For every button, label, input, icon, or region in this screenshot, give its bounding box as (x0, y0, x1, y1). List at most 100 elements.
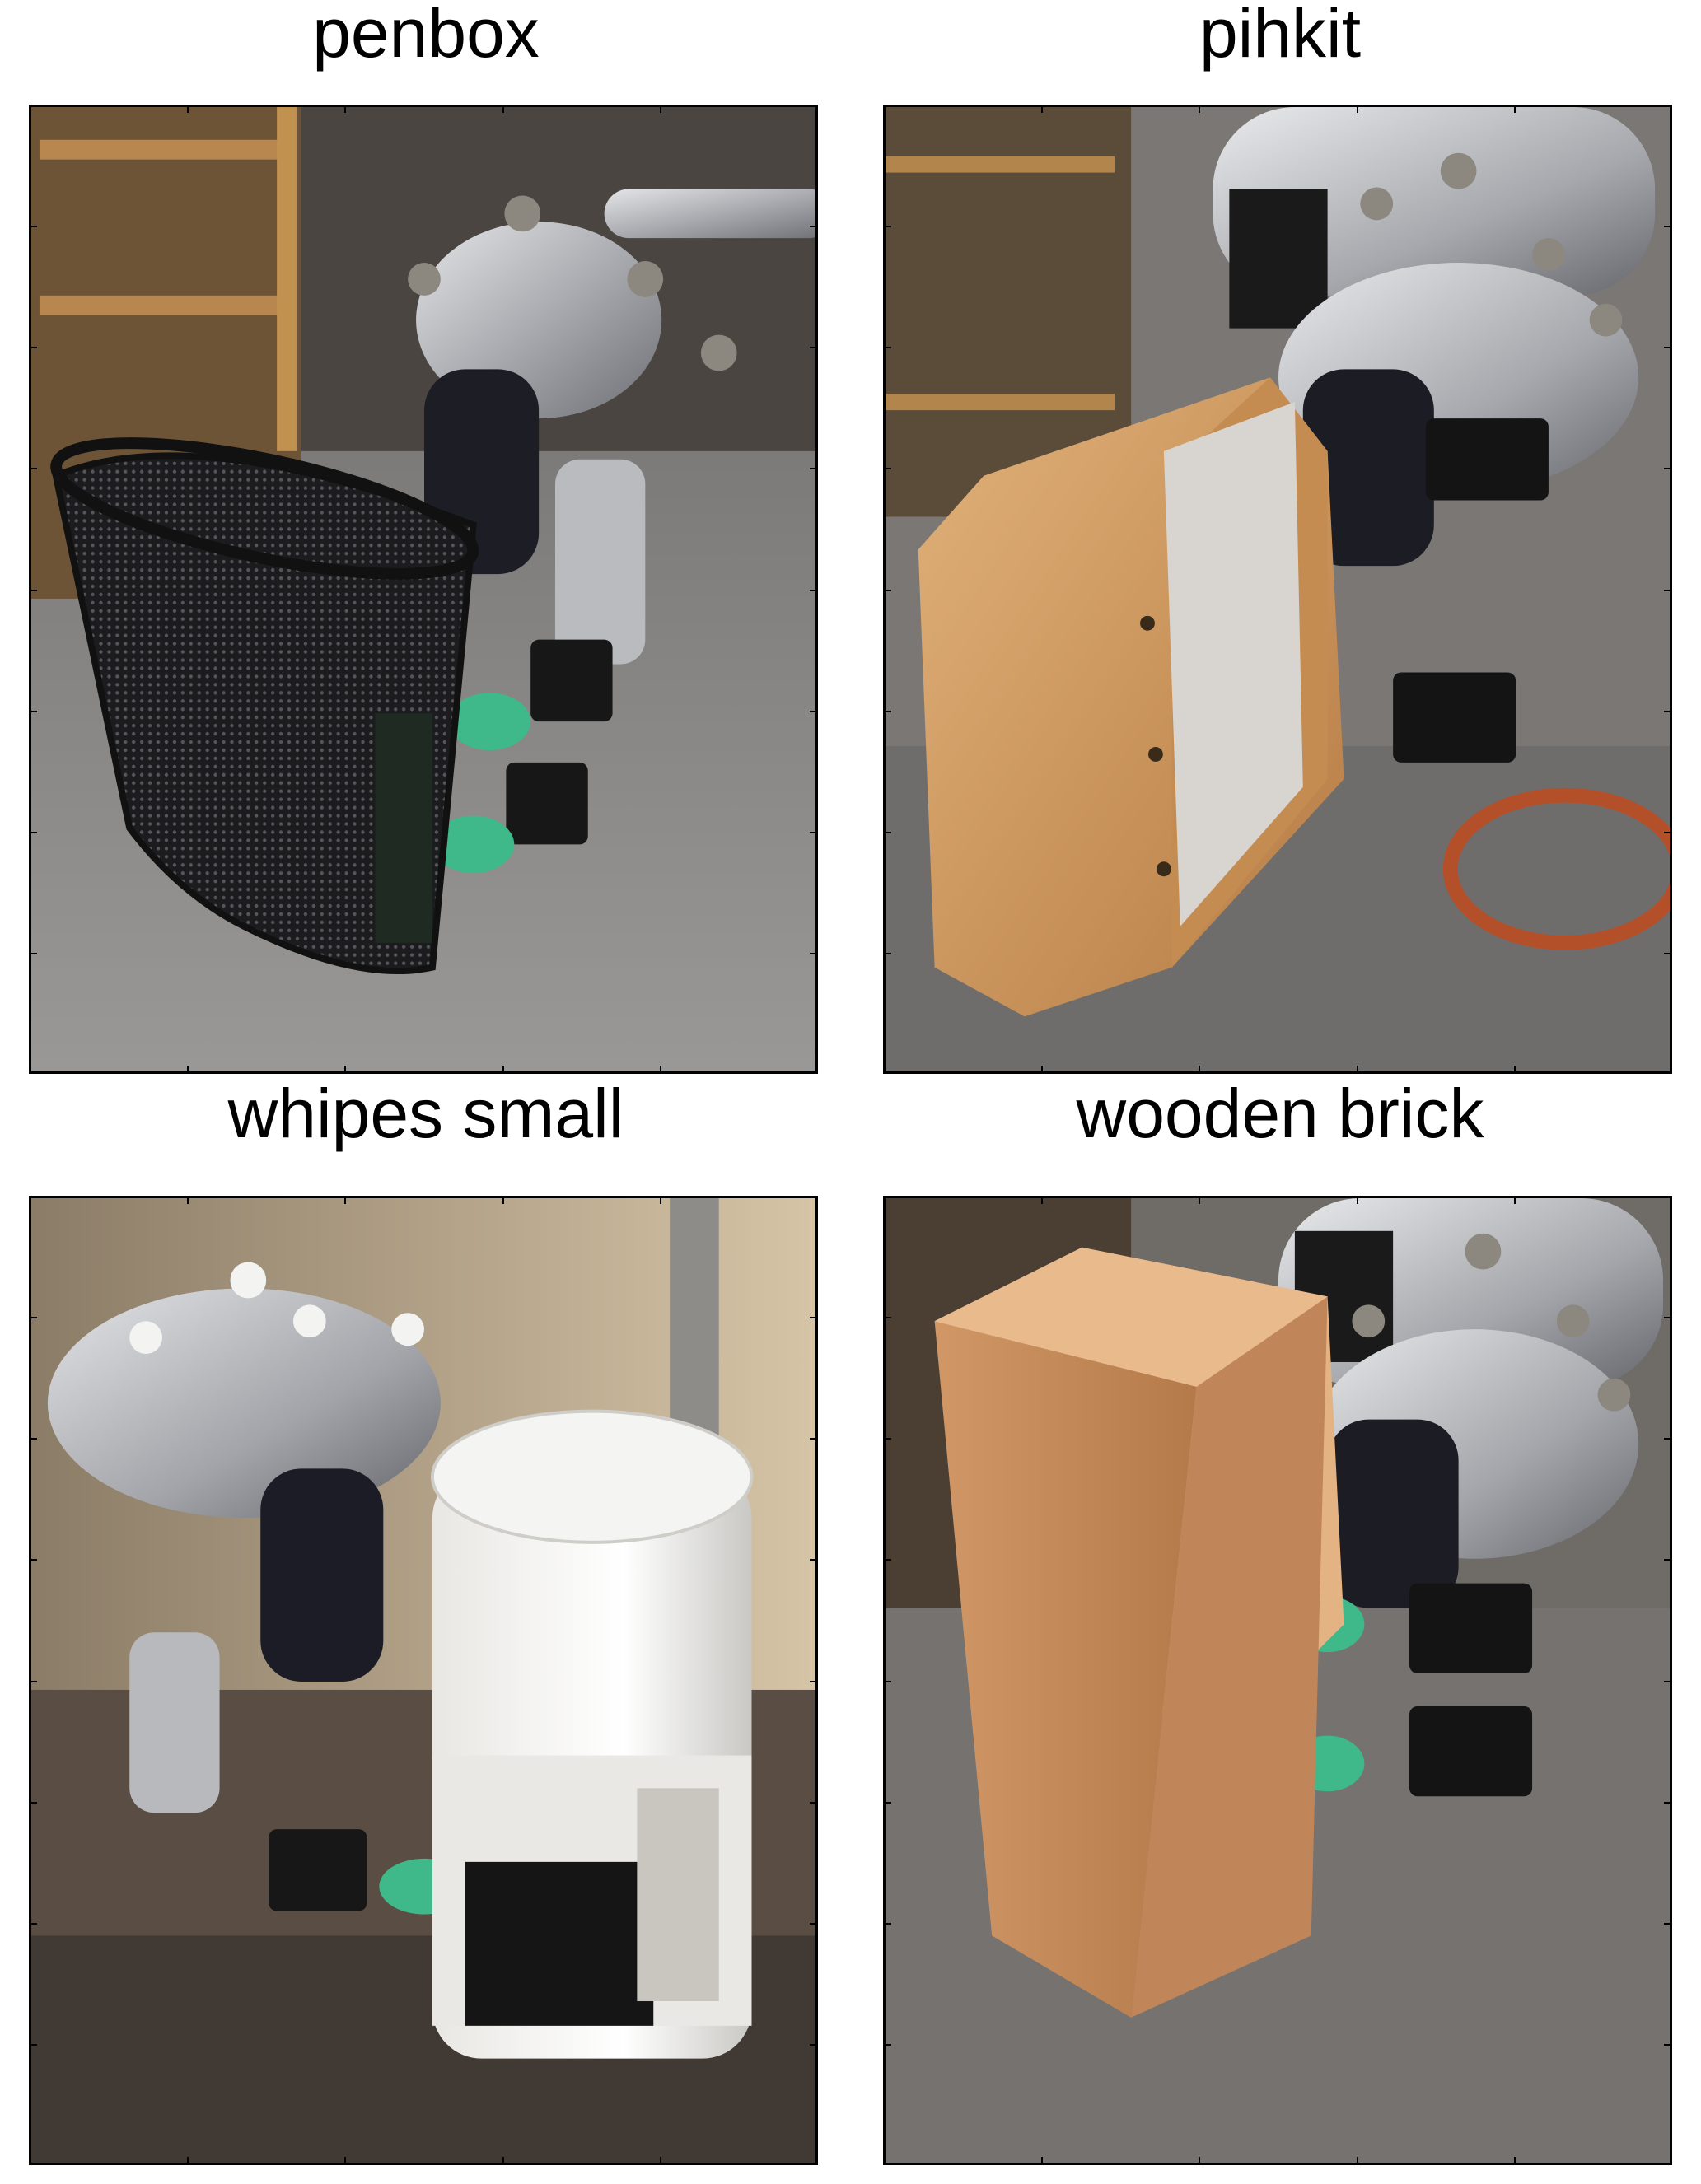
axis-tick (187, 1066, 189, 1074)
axis-tick (810, 953, 818, 954)
robot-hand-graphic (1278, 1198, 1664, 1797)
axis-tick (810, 1317, 818, 1318)
robot-hand-graphic (1213, 107, 1656, 766)
axis-tick (1664, 1681, 1672, 1682)
panel-title-penbox: penbox (312, 0, 540, 72)
axis-tick (187, 105, 189, 113)
axis-tick (1664, 590, 1672, 591)
axis-tick (660, 2157, 661, 2165)
axis-tick (1199, 1066, 1200, 1074)
axis-tick (1664, 2044, 1672, 2046)
axis-tick (810, 226, 818, 227)
axis-tick (1664, 953, 1672, 954)
axis-tick (344, 2157, 346, 2165)
axis-tick (1199, 2157, 1200, 2165)
axis-tick (810, 2044, 818, 2046)
axis-tick (883, 1317, 891, 1318)
axis-tick (1357, 1066, 1358, 1074)
panel-title-wooden-brick: wooden brick (1076, 1075, 1484, 1152)
axis-tick (1357, 1196, 1358, 1204)
axis-tick (1041, 1066, 1043, 1074)
axis-tick (660, 1196, 661, 1204)
axis-tick (1041, 1196, 1043, 1204)
panel-title-whipes-small: whipes small (227, 1075, 624, 1152)
axis-tick (29, 1317, 37, 1318)
axis-tick (1514, 2157, 1516, 2165)
axis-tick (187, 2157, 189, 2165)
axis-tick (29, 2044, 37, 2046)
axis-tick (1664, 1923, 1672, 1925)
mesh-basket-graphic (50, 437, 479, 974)
axis-tick (883, 1559, 891, 1561)
axis-tick (1357, 105, 1358, 113)
axis-tick (1664, 711, 1672, 712)
axis-tick (1664, 832, 1672, 833)
axis-tick (660, 1066, 661, 1074)
axis-tick (883, 953, 891, 954)
wooden-block-graphic (918, 377, 1344, 1017)
axis-tick (810, 468, 818, 469)
axis-tick (29, 832, 37, 833)
axis-tick (660, 105, 661, 113)
photo-wooden-brick (883, 1196, 1672, 2165)
axis-tick (1664, 1438, 1672, 1440)
robot-hand-graphic (408, 195, 737, 874)
axis-tick (810, 590, 818, 591)
axis-tick (187, 1196, 189, 1204)
axis-tick (1514, 1196, 1516, 1204)
axis-tick (883, 1802, 891, 1804)
axis-tick (29, 1681, 37, 1682)
axis-tick (29, 468, 37, 469)
wooden-brick-graphic (934, 1247, 1344, 2018)
axis-tick (1664, 347, 1672, 348)
axis-tick (883, 468, 891, 469)
axis-tick (1664, 226, 1672, 227)
axis-tick (29, 1802, 37, 1804)
axis-tick (883, 1923, 891, 1925)
axis-tick (810, 711, 818, 712)
axis-tick (502, 1066, 504, 1074)
photo-penbox (29, 105, 818, 1074)
axis-tick (810, 1438, 818, 1440)
axis-tick (29, 711, 37, 712)
photo-whipes-small (29, 1196, 818, 2165)
axis-tick (1514, 105, 1516, 113)
axis-tick (502, 2157, 504, 2165)
axis-tick (1664, 468, 1672, 469)
axis-tick (29, 1559, 37, 1561)
axis-tick (883, 590, 891, 591)
axis-tick (29, 226, 37, 227)
axis-tick (29, 1923, 37, 1925)
axis-tick (810, 347, 818, 348)
axis-tick (344, 1066, 346, 1074)
axis-tick (810, 1923, 818, 1925)
axis-tick (883, 226, 891, 227)
axis-tick (883, 1438, 891, 1440)
axis-tick (29, 1438, 37, 1440)
axis-tick (810, 832, 818, 833)
axis-tick (1664, 1802, 1672, 1804)
axis-tick (883, 2044, 891, 2046)
axis-tick (810, 1802, 818, 1804)
axis-tick (810, 1559, 818, 1561)
axis-tick (883, 832, 891, 833)
axis-tick (883, 711, 891, 712)
axis-tick (1514, 1066, 1516, 1074)
axis-tick (29, 953, 37, 954)
axis-tick (810, 1681, 818, 1682)
axis-tick (502, 105, 504, 113)
axis-tick (502, 1196, 504, 1204)
axis-tick (1664, 1559, 1672, 1561)
panel-title-pihkit: pihkit (1199, 0, 1362, 72)
axis-tick (883, 347, 891, 348)
axis-tick (1199, 1196, 1200, 1204)
robot-hand-graphic (47, 1262, 470, 1915)
axis-tick (344, 1196, 346, 1204)
photo-pihkit (883, 105, 1672, 1074)
axis-tick (29, 347, 37, 348)
axis-tick (344, 105, 346, 113)
axis-tick (1664, 1317, 1672, 1318)
axis-tick (1041, 2157, 1043, 2165)
axis-tick (29, 590, 37, 591)
axis-tick (1357, 2157, 1358, 2165)
